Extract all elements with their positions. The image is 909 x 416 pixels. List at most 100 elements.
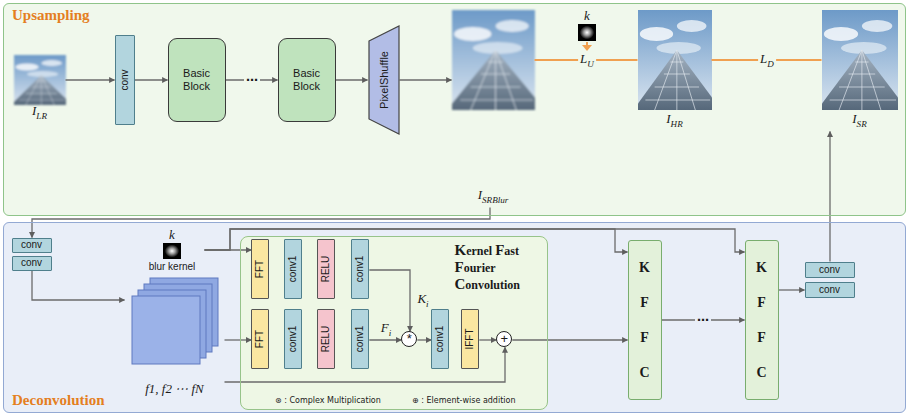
block-box: RELU [317,309,335,369]
image-label: ILR [14,104,66,121]
pixelshuffle-shape [369,26,399,134]
symbol-subscript: HR [671,119,683,129]
kffc-ground [240,236,548,410]
sr-image [817,10,907,110]
feature-map [132,296,200,364]
initial-letter: C [455,276,466,292]
symbol-letter: I [32,103,36,118]
block-box: conv [805,282,855,298]
srblur-image [447,10,546,110]
block-box: conv [115,35,135,125]
node-text: K F F C [638,250,652,390]
node-text: IFFT [465,329,475,350]
node-text: + [501,332,509,347]
node-text: conv [21,239,42,251]
edge-label: Fi [379,320,393,338]
connector [66,79,115,80]
connector [479,339,496,340]
connector [779,289,805,290]
block-box: k blur kernel [140,228,205,272]
symbol-letter: L [760,51,767,66]
symbol-letter: F [381,320,389,335]
node-text: Basic Block [169,67,225,92]
block-box: conv1 [431,309,449,369]
symbol-letter: K [417,291,426,306]
initial-letter: K [455,242,467,258]
image-label: f1, f2 ⋯ fN [125,382,225,396]
block-box: PixelShuffle [368,25,400,135]
block-box: FFT [251,309,269,369]
node-text: conv1 [355,256,365,283]
node-text: Basic Block [279,67,335,92]
hr-image [633,10,721,110]
initial-letter: F [455,259,464,275]
symbol-letter: I [852,111,856,126]
node-text: conv [819,284,840,296]
operator-circle: + [496,331,512,347]
edge-label: LU [578,51,596,69]
symbol-letter: I [478,187,482,202]
block-box: K F F C [628,240,662,400]
image-label: ISRBlur [452,188,535,205]
node-text: RELU [321,326,331,353]
symbol-note: ⊕ : Element-wise addition [412,397,516,406]
node-text: k [140,228,205,241]
block-box: ILR [14,55,66,124]
block-box: Basic Block [168,38,226,122]
node-text: conv1 [288,326,298,353]
connector [400,79,452,80]
block-box: conv1 [284,239,302,299]
operator-circle: * [401,331,417,347]
block-box: Kernel Fast Fourier ConvolutionFFTconv1R… [240,236,548,410]
deconvolution-ground [3,222,906,413]
block-box: ISRBlur [452,8,535,208]
initial-letter: F [495,242,504,258]
symbol-letter: I [666,111,670,126]
block-box: IHR [638,8,712,132]
image-label: ISR [822,112,898,129]
node-text: conv [21,257,42,269]
node-text: K F F C [755,250,769,390]
node-text: conv1 [288,256,298,283]
block-box: IFFT [461,309,479,369]
connector [336,79,368,80]
edge-label: ⋯ [244,73,260,87]
node-text: * [407,332,412,347]
panel-title: Deconvolution [12,392,105,409]
lr-image [11,55,73,105]
block-box: RELU [317,239,335,299]
symbol-subscript: SR [857,119,867,129]
node-text: conv [120,69,130,90]
symbol-subscript: LR [36,111,47,121]
panel-title: Upsampling [12,7,90,24]
symbol-subscript: SRBlur [482,195,508,205]
connector [512,339,627,340]
block-box: conv1 [284,309,302,369]
symbol-subscript: i [426,299,429,309]
block-box: f1, f2 ⋯ fN [125,276,225,400]
symbol-note: ⊛ : Complex Multiplication [275,397,381,406]
edge-label: ⋯ [695,313,711,327]
edge-label: Ki [415,291,430,309]
node-text: RELU [321,256,331,283]
node-text: conv1 [355,326,365,353]
node-text: conv [819,264,840,276]
node-text: conv1 [435,326,445,353]
node-text: blur kernel [140,261,205,272]
kernel-image [163,243,181,259]
module-title: Kernel Fast Fourier Convolution [455,242,539,293]
edge-label: LD [758,51,776,69]
kernel-image [578,24,596,41]
symbol-subscript: U [587,59,594,69]
block-box: conv [805,262,855,278]
node-text: FFT [255,330,265,348]
connector [369,339,401,340]
block-box: conv1 [351,309,369,369]
symbol-subscript: D [767,59,774,69]
symbol-letter: L [580,51,587,66]
kernel-arrowhead [582,45,592,51]
connector [135,79,168,80]
block-box: conv [12,256,52,271]
block-box: FFT [251,239,269,299]
